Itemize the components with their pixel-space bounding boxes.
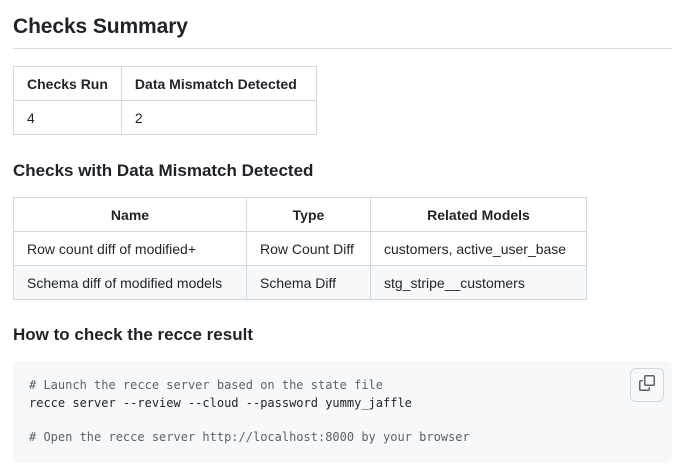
checks-summary-table: Checks Run Data Mismatch Detected 4 2 [13,66,317,135]
copy-icon [639,374,655,396]
heading-divider [13,48,672,49]
related-models: customers, active_user_base [370,231,587,266]
table-header-row: Name Type Related Models [13,197,587,232]
column-header-related-models: Related Models [370,197,587,232]
code-comment-open: # Open the recce server http://localhost… [29,430,470,444]
table-row: Schema diff of modified models Schema Di… [13,265,587,300]
mismatch-heading: Checks with Data Mismatch Detected [13,161,314,180]
column-header-type: Type [246,197,371,232]
data-mismatch-count: 2 [120,100,317,135]
checks-run-count: 4 [13,100,122,135]
check-type: Row Count Diff [246,231,371,266]
how-to-heading: How to check the recce result [13,325,253,344]
code-block: # Launch the recce server based on the s… [13,361,672,463]
check-type: Schema Diff [246,265,371,300]
mismatch-table: Name Type Related Models Row count diff … [13,197,587,300]
code-comment-launch: # Launch the recce server based on the s… [29,378,384,392]
table-row: Row count diff of modified+ Row Count Di… [13,231,587,266]
column-header-checks-run: Checks Run [13,66,122,101]
copy-button[interactable] [630,368,664,402]
column-header-name: Name [13,197,247,232]
check-name: Schema diff of modified models [13,265,247,300]
related-models: stg_stripe__customers [370,265,587,300]
check-name: Row count diff of modified+ [13,231,247,266]
table-row: 4 2 [13,100,317,135]
column-header-data-mismatch: Data Mismatch Detected [120,66,317,101]
table-header-row: Checks Run Data Mismatch Detected [13,66,317,101]
code-command: recce server --review --cloud --password… [29,396,412,410]
checks-summary-heading: Checks Summary [13,15,188,38]
